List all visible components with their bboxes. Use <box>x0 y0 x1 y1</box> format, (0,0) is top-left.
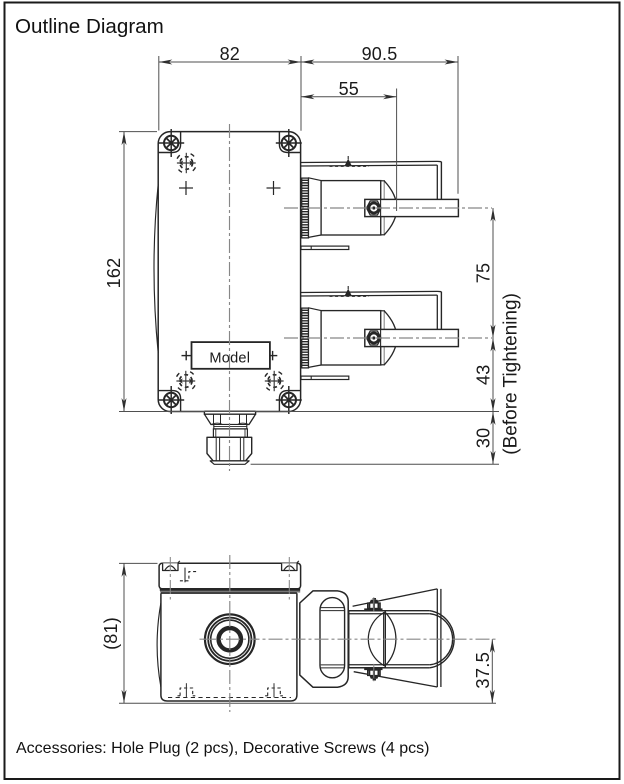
svg-text:37.5: 37.5 <box>472 652 493 689</box>
svg-text:43: 43 <box>474 365 494 385</box>
svg-text:75: 75 <box>474 263 494 283</box>
svg-text:82: 82 <box>220 44 240 64</box>
svg-text:(Before Tightening): (Before Tightening) <box>501 293 522 455</box>
svg-text:Accessories: Hole Plug (2 pcs): Accessories: Hole Plug (2 pcs), Decorati… <box>16 740 429 757</box>
svg-text:30: 30 <box>474 428 494 448</box>
svg-text:90.5: 90.5 <box>362 44 398 64</box>
svg-text:Outline Diagram: Outline Diagram <box>15 15 164 38</box>
svg-text:(81): (81) <box>101 617 121 650</box>
svg-text:55: 55 <box>339 79 359 99</box>
svg-text:162: 162 <box>104 258 124 289</box>
